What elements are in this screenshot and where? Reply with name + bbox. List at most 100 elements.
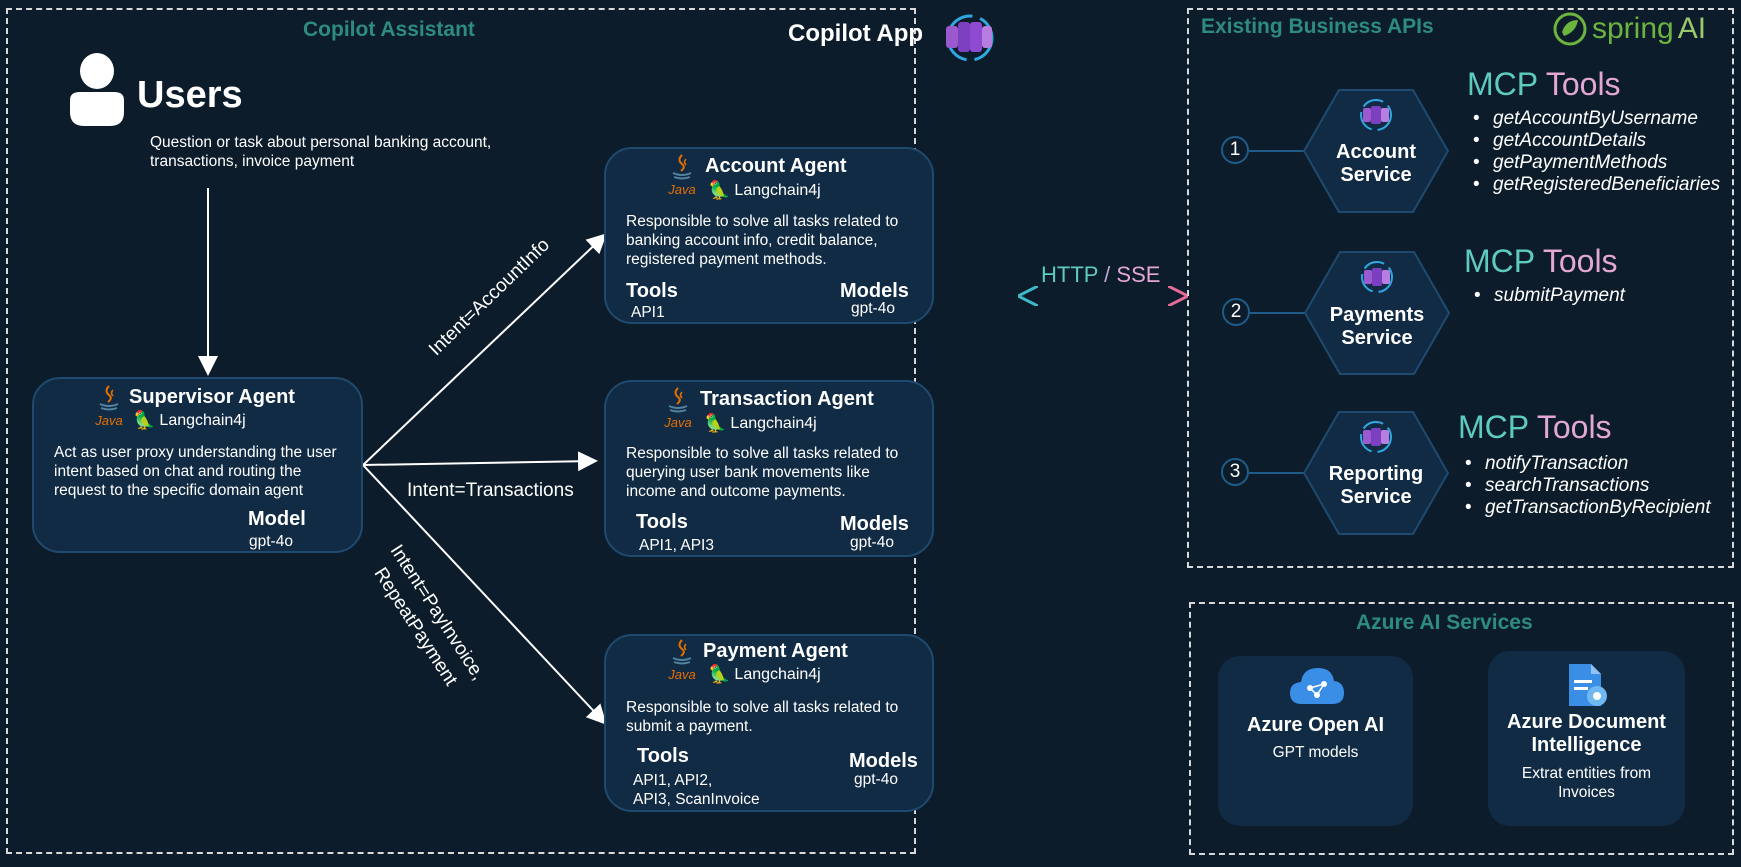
java-label: Java	[95, 413, 123, 428]
document-intelligence-subtitle: Extrat entities from Invoices	[1488, 764, 1685, 802]
mcp-server-icon	[1360, 99, 1392, 131]
route-payment-arrow	[362, 464, 607, 725]
reporting-service-tool-list: notifyTransaction searchTransactions get…	[1461, 453, 1711, 519]
reporting-service-line1: Reporting	[1328, 463, 1424, 485]
intent-transactions-label: Intent=Transactions	[407, 480, 574, 501]
account-agent-tools-value: API1	[631, 304, 665, 321]
account-service-tool-list: getAccountByUsername getAccountDetails g…	[1469, 108, 1720, 196]
supervisor-description: Act as user proxy understanding the user…	[54, 444, 337, 499]
document-intelligence-subtitle-line2: Invoices	[1558, 784, 1615, 801]
tool-item: notifyTransaction	[1461, 453, 1711, 475]
http-label: HTTP	[1041, 262, 1099, 287]
service-number-badge: 3	[1221, 458, 1249, 486]
payment-agent-tools-value-line2: API3, ScanInvoice	[633, 791, 760, 808]
account-agent-framework-label: Langchain4j	[734, 181, 821, 199]
user-icon	[70, 53, 124, 126]
payments-service-tool-list: submitPayment	[1470, 285, 1625, 307]
business-apis-boundary	[1187, 8, 1734, 568]
document-intelligence-title-line1: Azure Document	[1507, 711, 1666, 733]
langchain-icon: 🦜	[708, 180, 731, 200]
langchain-icon: 🦜	[704, 413, 727, 433]
mcp-server-icon	[1361, 261, 1393, 293]
tool-item: getPaymentMethods	[1469, 152, 1720, 174]
java-label: Java	[664, 415, 692, 430]
payments-service-name: Payments Service	[1312, 304, 1442, 350]
payment-agent-tools-label: Tools	[637, 745, 689, 767]
mcp-tools-heading: MCP Tools	[1467, 66, 1621, 103]
tool-item: searchTransactions	[1461, 475, 1711, 497]
azure-section-title: Azure AI Services	[1356, 611, 1533, 634]
supervisor-model-label: Model	[248, 508, 306, 530]
payment-agent-models-label: Models	[849, 750, 918, 772]
mcp-heading-word: MCP	[1464, 243, 1535, 279]
payment-agent-framework: 🦜 Langchain4j	[708, 664, 821, 685]
mcp-tools-heading: MCP Tools	[1464, 243, 1618, 280]
payments-service-hexagon	[1303, 251, 1451, 375]
spring-logo-text: spring	[1592, 12, 1674, 45]
tools-heading-word: Tools	[1545, 66, 1621, 102]
java-icon: Java	[667, 153, 697, 197]
users-title: Users	[137, 74, 243, 116]
java-icon: Java	[667, 638, 697, 682]
service-number-badge: 1	[1221, 136, 1249, 164]
business-section-title: Existing Business APIs	[1201, 15, 1434, 38]
mcp-tools-heading: MCP Tools	[1458, 409, 1612, 446]
service-connector-line	[1250, 312, 1306, 314]
payments-service-line2: Service	[1341, 327, 1413, 349]
account-service-name: Account Service	[1311, 141, 1441, 187]
reporting-service-line2: Service	[1340, 486, 1412, 508]
transaction-agent-tools-label: Tools	[636, 511, 688, 533]
tool-item: getAccountDetails	[1469, 130, 1720, 152]
route-transaction-arrow	[362, 451, 598, 472]
tools-heading-word: Tools	[1536, 409, 1612, 445]
tool-item: getAccountByUsername	[1469, 108, 1720, 130]
tool-item: submitPayment	[1470, 285, 1625, 307]
account-service-hexagon	[1302, 89, 1450, 213]
tools-heading-word: Tools	[1542, 243, 1618, 279]
java-label: Java	[668, 667, 696, 682]
mcp-heading-word: MCP	[1467, 66, 1538, 102]
transaction-agent-framework-label: Langchain4j	[730, 414, 817, 432]
supervisor-framework-label: Langchain4j	[159, 411, 246, 429]
copilot-section-title: Copilot Assistant	[303, 18, 475, 41]
payment-agent-models-value: gpt-4o	[854, 771, 898, 788]
azure-openai-subtitle: GPT models	[1272, 744, 1359, 761]
java-icon: Java	[663, 386, 693, 430]
azure-openai-cloud-icon	[1290, 668, 1344, 704]
account-agent-models-label: Models	[840, 280, 909, 302]
reporting-service-name: Reporting Service	[1311, 463, 1441, 509]
account-agent-description: Responsible to solve all tasks related t…	[626, 213, 899, 268]
transaction-agent-framework: 🦜 Langchain4j	[704, 413, 817, 434]
payments-service-line1: Payments	[1329, 304, 1425, 326]
tool-item: getTransactionByRecipient	[1461, 497, 1711, 519]
payment-agent-framework-label: Langchain4j	[734, 665, 821, 683]
payment-agent-tools-value-line1: API1, API2,	[633, 772, 713, 789]
account-service-line2: Service	[1340, 164, 1412, 186]
service-number-badge: 2	[1222, 298, 1250, 326]
transaction-agent-description: Responsible to solve all tasks related t…	[626, 445, 899, 500]
supervisor-framework: 🦜 Langchain4j	[133, 410, 246, 431]
ai-logo-text: AI	[1677, 12, 1707, 45]
document-intelligence-title: Azure Document Intelligence	[1488, 711, 1685, 757]
mcp-server-icon	[1360, 421, 1392, 453]
account-agent-card	[604, 147, 934, 324]
java-icon: Java	[94, 384, 124, 428]
langchain-icon: 🦜	[133, 410, 156, 430]
route-account-arrow	[362, 233, 607, 466]
supervisor-model-value: gpt-4o	[249, 533, 293, 550]
supervisor-agent-name: Supervisor Agent	[129, 386, 295, 408]
account-agent-tools-label: Tools	[626, 280, 678, 302]
copilot-app-icon	[946, 14, 994, 62]
document-intelligence-subtitle-line1: Extrat entities from	[1521, 765, 1652, 782]
java-label: Java	[668, 182, 696, 197]
service-connector-line	[1249, 150, 1305, 152]
document-intelligence-title-line2: Intelligence	[1531, 734, 1642, 756]
document-intelligence-icon	[1569, 664, 1607, 706]
copilot-app-title: Copilot App	[788, 20, 924, 47]
azure-openai-title: Azure Open AI	[1246, 714, 1385, 736]
transaction-agent-models-label: Models	[840, 513, 909, 535]
account-agent-name: Account Agent	[705, 155, 847, 177]
sse-label: SSE	[1116, 262, 1161, 287]
